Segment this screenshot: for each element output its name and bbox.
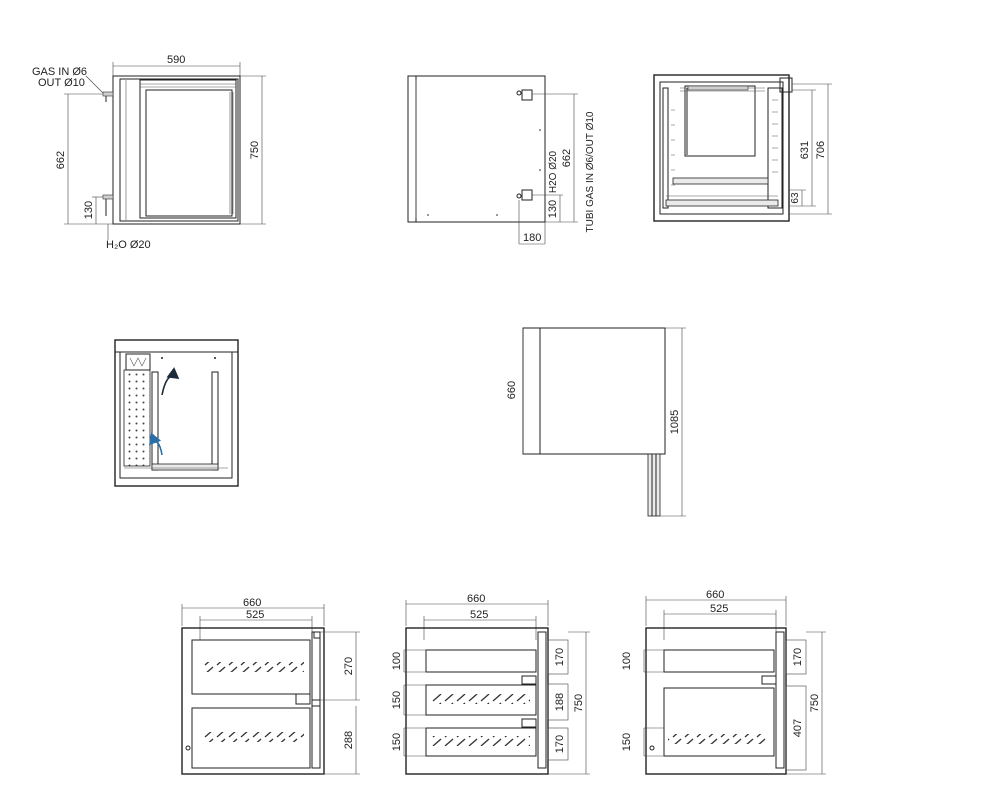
water-label: H₂O Ø20 bbox=[106, 239, 151, 251]
drawer-c-left1-dim: 100 bbox=[621, 652, 633, 670]
drawer-b-inner-dim: 525 bbox=[470, 609, 488, 621]
open-front-view: 706 631 63 bbox=[653, 74, 832, 222]
drawer-a-h1-dim: 270 bbox=[343, 657, 355, 675]
side-width-dim: 180 bbox=[523, 232, 541, 244]
drawer-b-right1-dim: 170 bbox=[554, 648, 566, 666]
internal-flow-view bbox=[114, 339, 239, 487]
open-height-706-dim: 706 bbox=[815, 141, 827, 159]
drawer-a-width-dim: 660 bbox=[243, 597, 261, 609]
drawer-c-total-dim: 750 bbox=[809, 694, 821, 712]
side-water-label: H2O Ø20 bbox=[548, 150, 559, 193]
front-width-dim: 590 bbox=[167, 54, 185, 66]
front-gas-height-dim: 662 bbox=[55, 151, 67, 169]
top-total-depth-dim: 1085 bbox=[669, 410, 681, 434]
front-height-dim: 750 bbox=[249, 141, 261, 159]
air-in-arrow bbox=[148, 432, 163, 456]
drawer-b-total-dim: 750 bbox=[573, 694, 585, 712]
gas-out-label: OUT Ø10 bbox=[38, 77, 85, 89]
drawer-c-left2-dim: 150 bbox=[621, 733, 633, 751]
side-gas-label: TUBI GAS IN Ø6/OUT Ø10 bbox=[585, 111, 596, 232]
drawer-view-a: 660 525 270 288 bbox=[181, 597, 360, 775]
drawer-b-left1-dim: 100 bbox=[391, 652, 403, 670]
air-out-arrow bbox=[161, 367, 180, 396]
drawer-b-left3-dim: 150 bbox=[391, 733, 403, 751]
drawer-c-inner-dim: 525 bbox=[710, 603, 728, 615]
drawer-c-right2-dim: 407 bbox=[792, 719, 804, 737]
top-depth-dim: 660 bbox=[506, 381, 518, 399]
drawer-c-right1-dim: 170 bbox=[792, 648, 804, 666]
open-front-rail-marks bbox=[671, 99, 778, 186]
front-water-height-dim: 130 bbox=[83, 201, 95, 219]
side-water-height-dim: 130 bbox=[547, 200, 559, 218]
top-view: 660 1085 bbox=[506, 327, 686, 517]
front-view: 590 750 662 130 GAS IN Ø6 OUT Ø10 bbox=[32, 54, 266, 251]
side-gas-height-dim: 662 bbox=[561, 149, 573, 167]
gas-in-label: GAS IN Ø6 bbox=[32, 66, 87, 78]
drawer-b-left2-dim: 150 bbox=[391, 691, 403, 709]
drawer-a-inner-dim: 525 bbox=[246, 609, 264, 621]
drawer-c-width-dim: 660 bbox=[706, 589, 724, 601]
open-height-631-dim: 631 bbox=[799, 141, 811, 159]
open-height-63-dim: 63 bbox=[790, 192, 801, 204]
drawer-view-b: 660 525 100 150 150 170 188 170 bbox=[391, 593, 590, 775]
drawer-b-width-dim: 660 bbox=[467, 593, 485, 605]
drawer-a-h2-dim: 288 bbox=[343, 731, 355, 749]
side-view: 662 130 H2O Ø20 180 TUBI GAS IN Ø6/OUT Ø… bbox=[407, 75, 596, 245]
drawer-b-right3-dim: 170 bbox=[554, 735, 566, 753]
drawer-view-c: 660 525 100 150 170 407 750 bbox=[621, 589, 826, 775]
drawer-b-right2-dim: 188 bbox=[554, 693, 566, 711]
